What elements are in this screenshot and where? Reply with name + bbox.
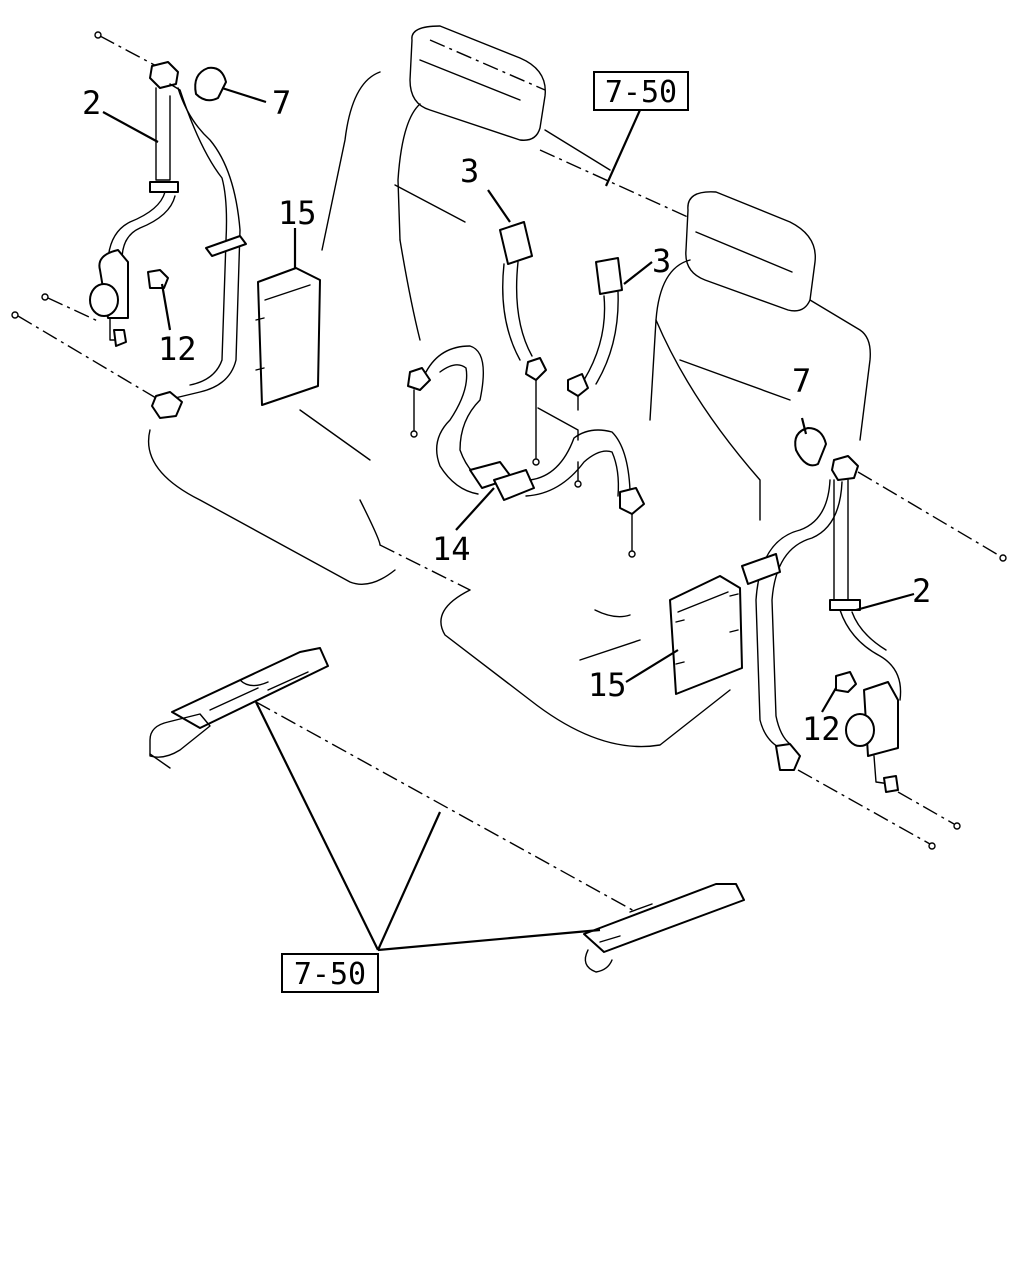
center-buckles xyxy=(499,221,623,466)
reference-label-top: 7-50 xyxy=(605,75,677,110)
seat-slide-rails xyxy=(149,647,745,973)
callout-label-12-right: 12 xyxy=(802,710,841,748)
center-lap-belt xyxy=(407,345,645,558)
rear-seat-outline xyxy=(147,25,871,748)
callout-label-7-left: 7 xyxy=(272,84,291,122)
right-seat-belt-assembly xyxy=(741,427,1007,850)
right-trim-panel xyxy=(669,575,743,695)
callout-label-12-left: 12 xyxy=(158,330,197,368)
reference-box-top: 7-50 xyxy=(593,71,689,111)
callout-label-3-a: 3 xyxy=(460,152,479,190)
callout-labels: 2 7 15 12 3 3 14 7 2 12 15 xyxy=(82,84,931,748)
callout-label-14: 14 xyxy=(432,530,471,568)
callout-label-3-b: 3 xyxy=(652,242,671,280)
callout-label-7-right: 7 xyxy=(792,362,811,400)
callout-label-15-left: 15 xyxy=(278,194,317,232)
reference-label-bottom: 7-50 xyxy=(294,957,366,992)
callout-leaders xyxy=(102,86,915,952)
callout-label-2-left: 2 xyxy=(82,84,101,122)
reference-box-bottom: 7-50 xyxy=(281,953,379,993)
callout-label-2-right: 2 xyxy=(912,572,931,610)
left-seat-belt-assembly xyxy=(11,31,247,419)
left-trim-panel xyxy=(255,267,321,406)
callout-label-15-right: 15 xyxy=(588,666,627,704)
